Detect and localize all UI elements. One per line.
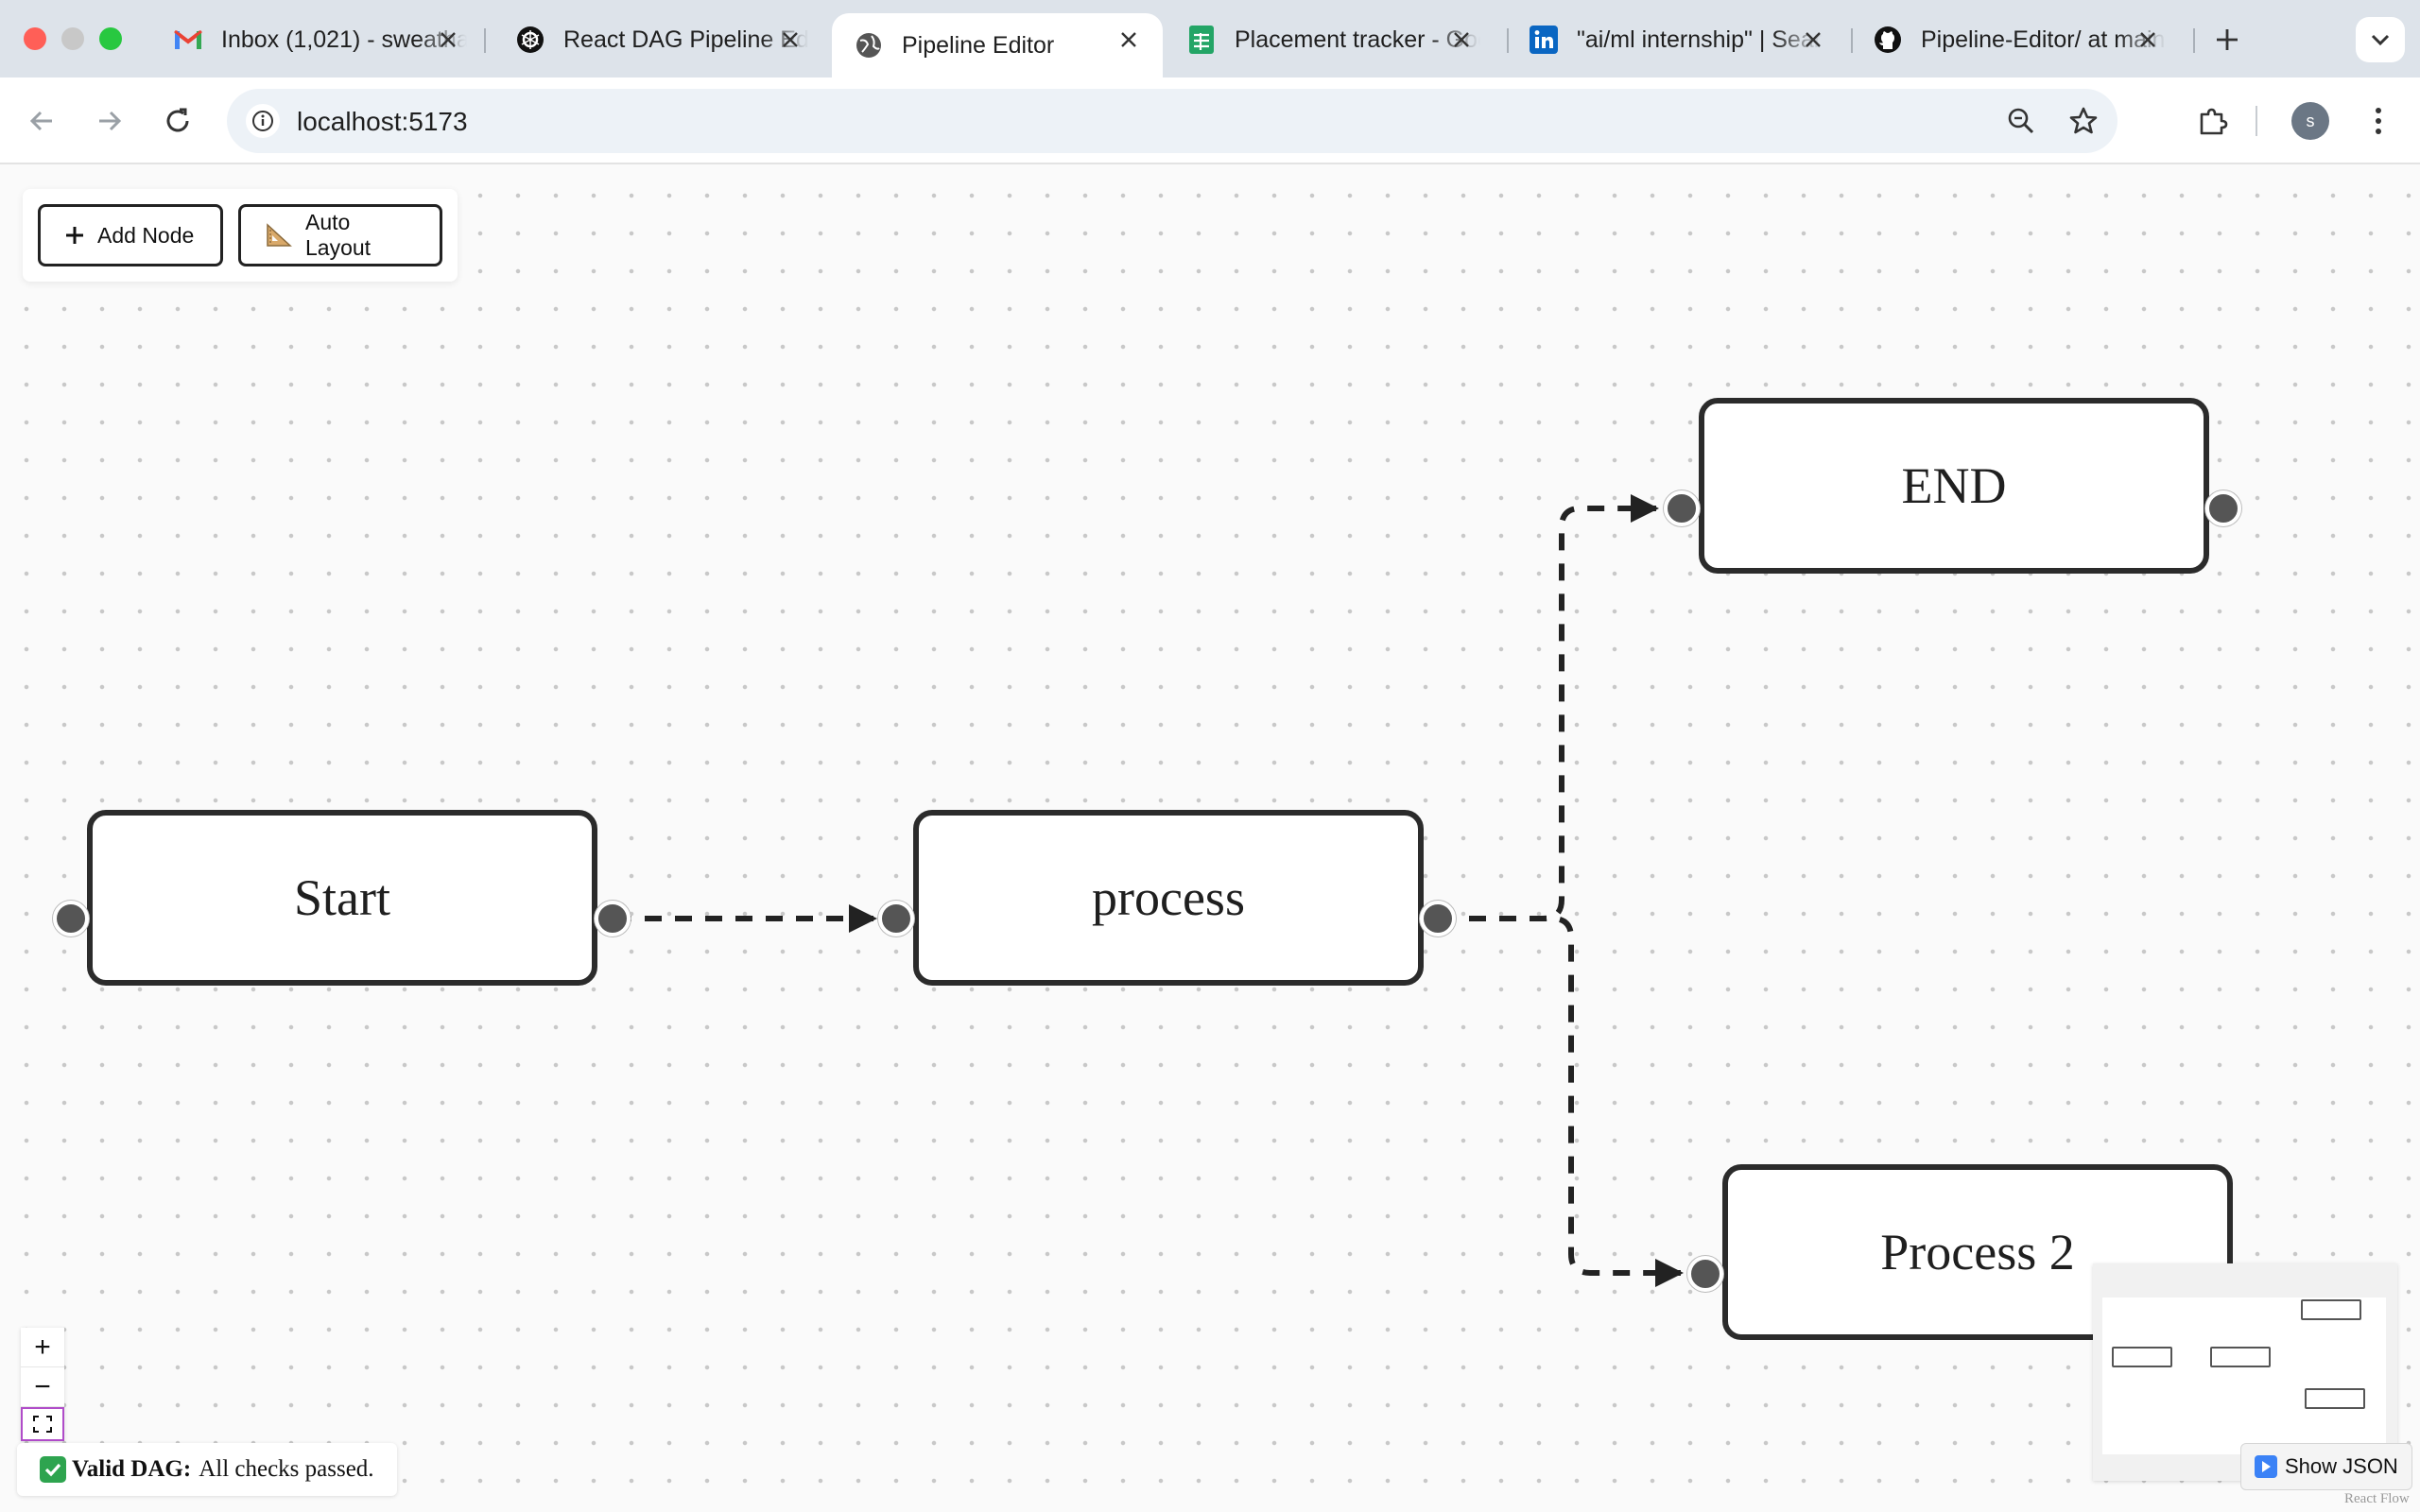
close-icon[interactable] [2133,25,2163,55]
tab-separator [2193,28,2195,53]
show-json-label: Show JSON [2285,1454,2398,1478]
fit-view-icon [33,1416,52,1433]
edge-process-process2[interactable] [1439,916,1684,1287]
add-node-label: Add Node [97,222,195,248]
close-icon[interactable] [775,25,805,55]
tab-separator [1507,28,1509,53]
node-label: process [1092,869,1245,926]
tab-pipeline-editor[interactable]: Pipeline Editor [832,13,1163,77]
arrow-right-icon [99,111,122,131]
validation-title: Valid DAG: [72,1456,192,1482]
node-process[interactable]: process [913,810,1424,986]
node-process-target-handle[interactable] [878,901,914,936]
zoom-in-button[interactable]: + [21,1328,64,1367]
linkedin-icon [1530,26,1558,54]
zoom-out-button[interactable]: − [21,1367,64,1407]
reload-icon [166,108,189,132]
tab-title: Inbox (1,021) - sweatha [221,26,467,53]
close-icon[interactable] [1114,25,1144,55]
arrow-left-icon [29,111,52,131]
tab-title: React DAG Pipeline Editor [563,26,809,53]
minimap-node [2305,1388,2365,1409]
back-button[interactable] [21,100,62,142]
github-icon [1874,26,1902,54]
tab-react-dag[interactable]: React DAG Pipeline Editor [493,13,824,66]
site-info-icon[interactable] [246,104,280,138]
node-label: END [1901,457,2007,514]
edge-process-end[interactable] [1439,494,1659,921]
forward-button[interactable] [89,100,130,142]
node-end-target-handle[interactable] [1664,490,1700,526]
tab-linkedin[interactable]: "ai/ml internship" | Search [1507,13,1847,66]
node-end[interactable]: END [1699,398,2209,574]
node-label: Process 2 [1880,1224,2075,1280]
tab-separator [1851,28,1853,53]
node-process-source-handle[interactable] [1420,901,1456,936]
tab-title: Placement tracker - Google Sheets [1235,26,1480,53]
chevron-down-icon [2371,34,2390,46]
browser-toolbar: localhost:5173 s [0,77,2420,164]
toolbar-separator [2256,106,2257,136]
react-flow-attribution[interactable]: React Flow [2344,1491,2410,1506]
browser-tab-bar: Inbox (1,021) - sweatha React DAG Pipeli… [0,0,2420,77]
browser-menu-button[interactable] [2360,100,2397,142]
more-vert-icon [2376,108,2381,134]
minimap-node [2112,1347,2172,1367]
address-bar[interactable]: localhost:5173 [227,89,2118,153]
node-process-2-target-handle[interactable] [1687,1256,1723,1292]
tab-title: "ai/ml internship" | Search [1577,26,1823,53]
show-json-button[interactable]: Show JSON [2240,1443,2412,1490]
gmail-icon [174,26,202,54]
plus-icon [65,226,84,245]
plus-icon [2217,29,2238,50]
minimap-viewport [2102,1297,2386,1454]
puzzle-icon [2200,108,2228,135]
add-node-button[interactable]: Add Node [38,204,223,266]
auto-layout-label: Auto Layout [305,210,372,260]
validation-message: All checks passed. [199,1456,374,1482]
sheets-icon [1187,26,1216,54]
tab-separator [484,28,486,53]
node-label: Start [294,869,390,926]
fit-view-button[interactable] [21,1407,64,1441]
bookmark-star-icon[interactable] [2065,102,2102,140]
node-start-source-handle[interactable] [595,901,631,936]
new-tab-button[interactable] [2208,21,2246,59]
tab-title: Pipeline Editor [902,31,1055,59]
window-close-button[interactable] [24,27,46,50]
reload-button[interactable] [157,100,199,142]
openai-icon [516,26,544,54]
tab-title: Pipeline-Editor/ at main [1921,26,2166,53]
node-end-source-handle[interactable] [2205,490,2241,526]
node-start-target-handle[interactable] [53,901,89,936]
tab-placement-tracker[interactable]: Placement tracker - Google Sheets [1165,13,1495,66]
validation-status: Valid DAG: All checks passed. [17,1443,397,1496]
tab-github[interactable]: Pipeline-Editor/ at main [1851,13,2182,66]
minimap-node [2301,1299,2361,1320]
url-text: localhost:5173 [297,107,468,136]
node-process-2[interactable]: Process 2 [1722,1164,2233,1340]
play-icon [2255,1455,2277,1478]
globe-icon [855,31,883,60]
edges-layer [614,494,1684,1287]
extensions-button[interactable] [2189,98,2235,144]
auto-layout-button[interactable]: Auto Layout [238,204,442,266]
toolbar-panel: Add Node Auto Layout [23,189,458,282]
window-zoom-button[interactable] [99,27,122,50]
flow-canvas[interactable]: Add Node Auto Layout Start process END [0,165,2420,1512]
tab-search-button[interactable] [2356,17,2405,62]
close-icon[interactable] [433,25,463,55]
close-icon[interactable] [1446,25,1477,55]
profile-avatar[interactable]: s [2291,102,2329,140]
check-icon [40,1456,66,1483]
minimap-node [2210,1347,2271,1367]
triangular-ruler-icon [266,223,292,248]
window-minimize-button[interactable] [61,27,84,50]
node-start[interactable]: Start [87,810,597,986]
tab-gmail[interactable]: Inbox (1,021) - sweatha [151,13,482,66]
zoom-icon[interactable] [2002,102,2040,140]
zoom-controls: + − [21,1328,64,1441]
close-icon[interactable] [1798,25,1828,55]
